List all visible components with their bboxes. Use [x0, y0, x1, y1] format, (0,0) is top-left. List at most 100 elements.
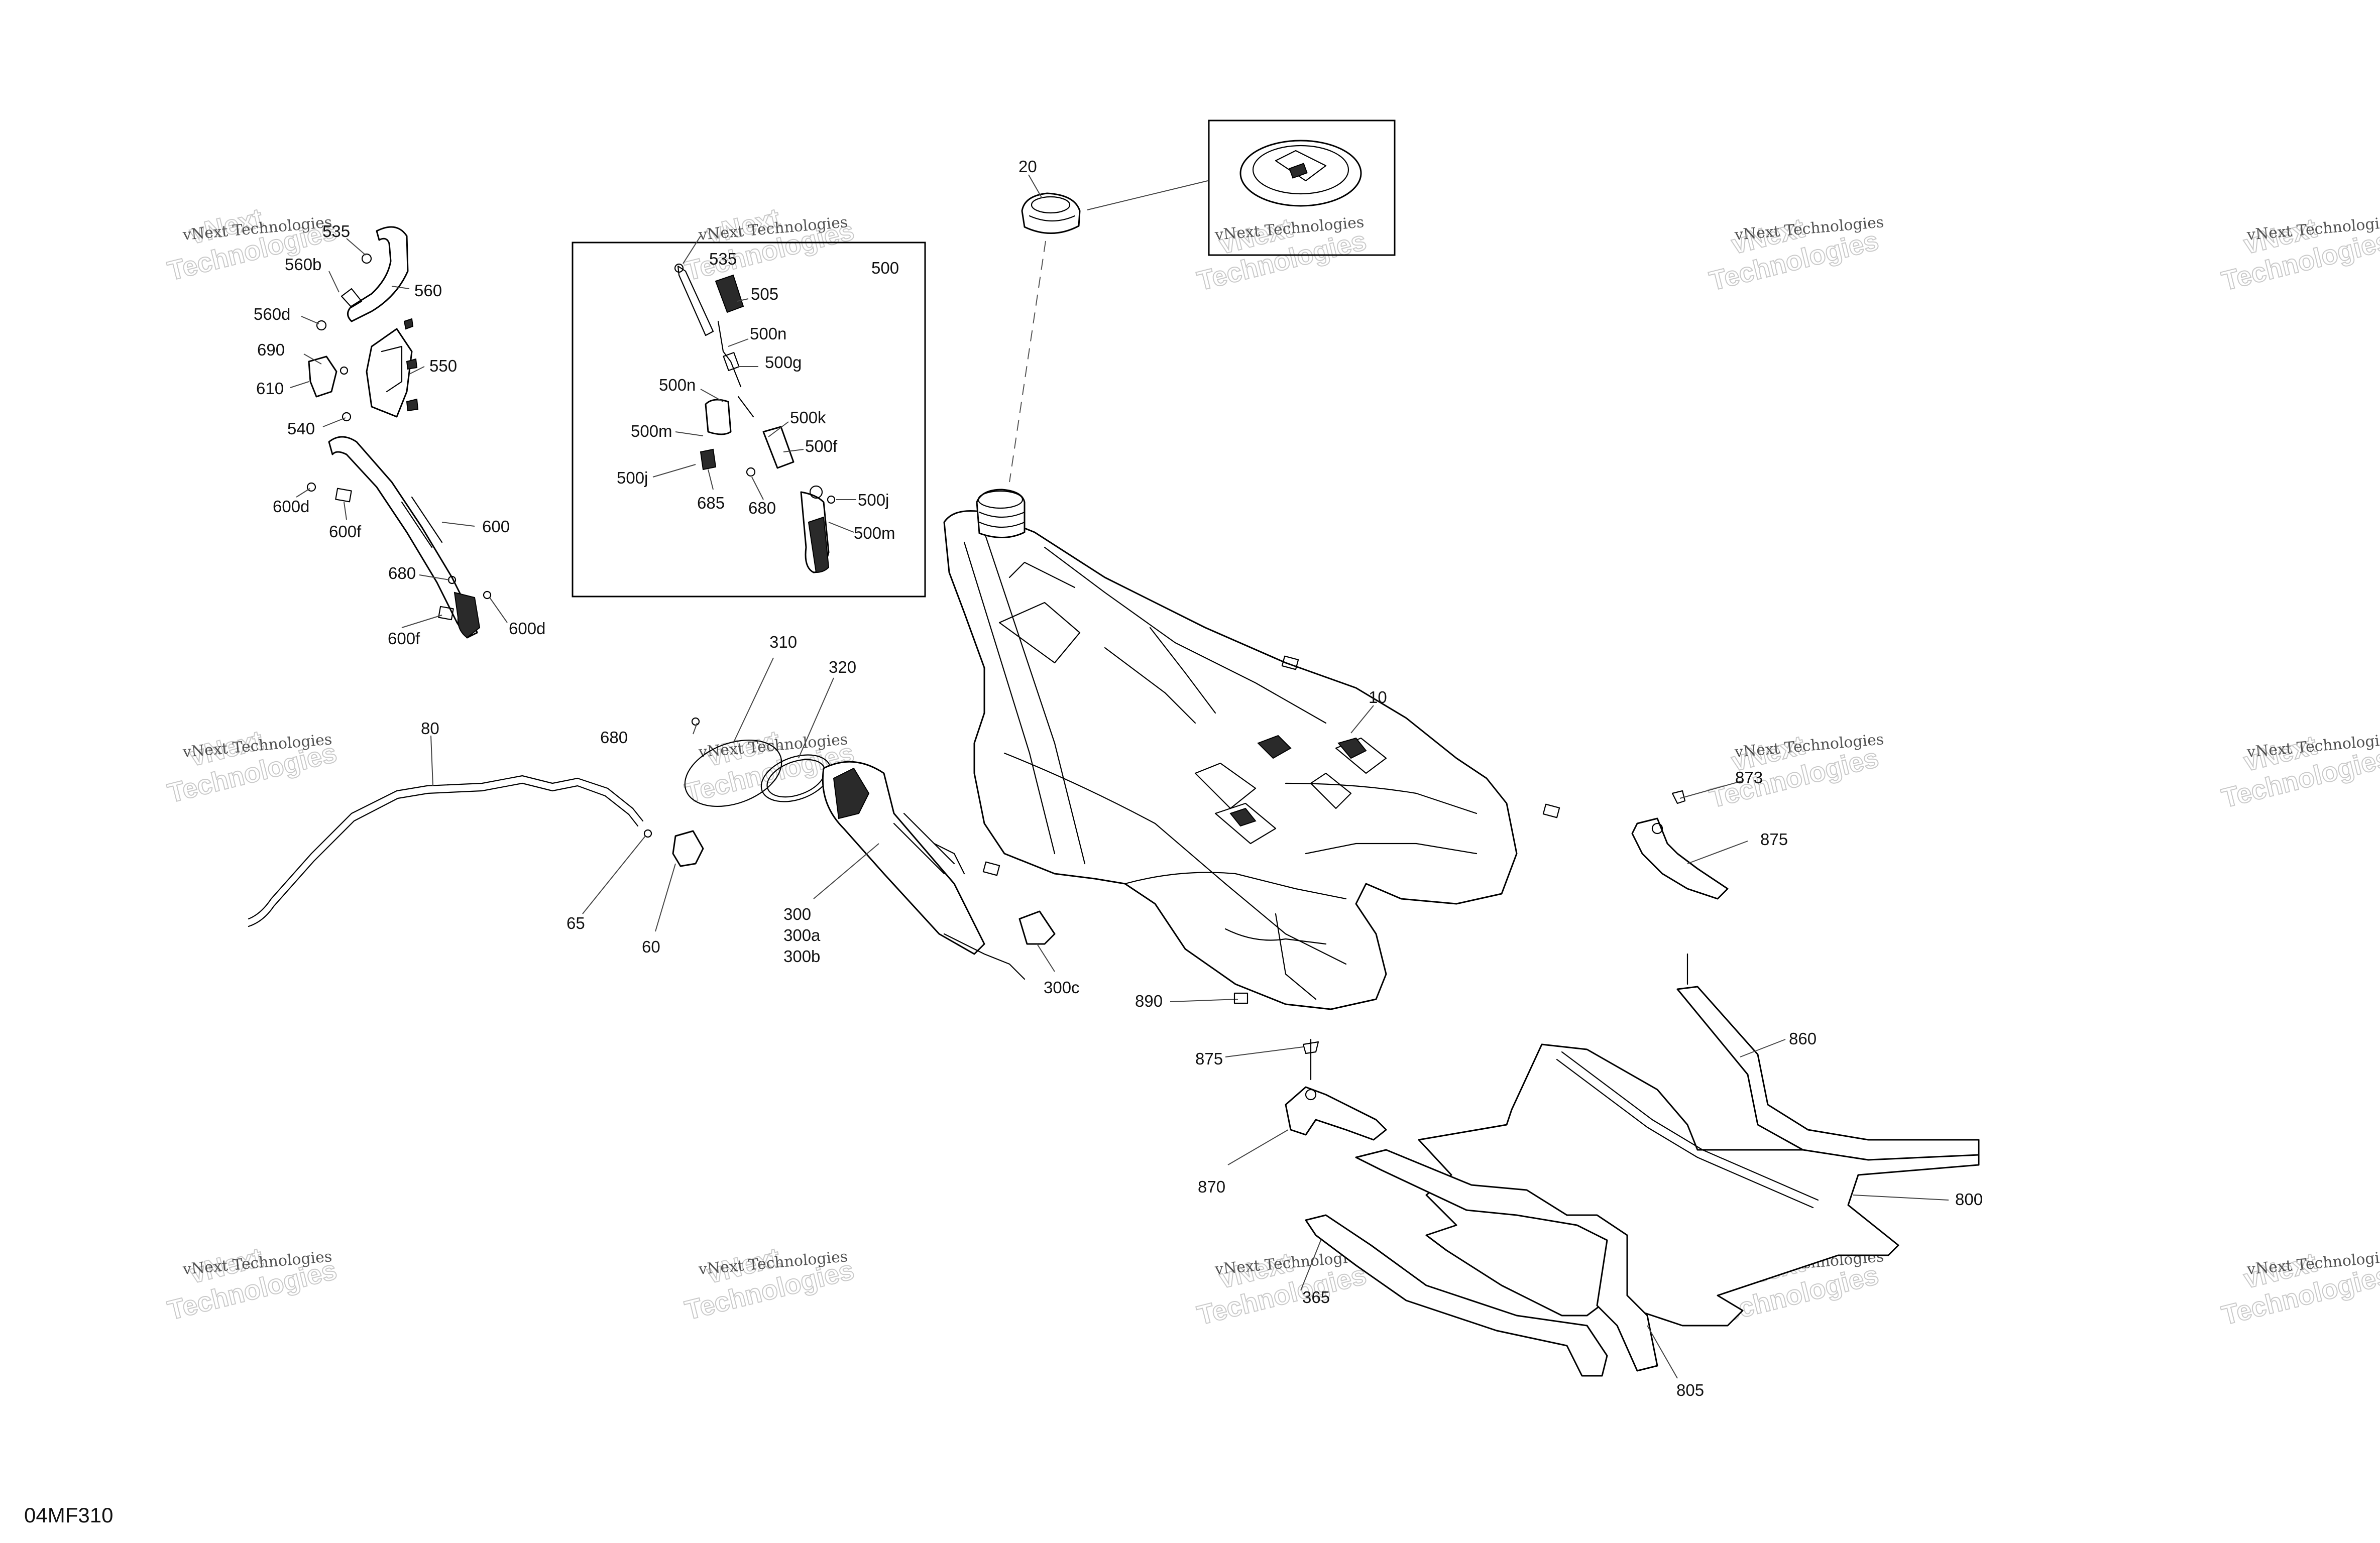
leader-500f — [783, 449, 804, 452]
leader-805 — [1647, 1325, 1678, 1379]
leader-873 — [1679, 780, 1743, 799]
callout-873: 873 — [1735, 768, 1763, 787]
leader-60 — [655, 863, 676, 932]
callout-500k: 500k — [790, 408, 826, 427]
callout-600d: 600d — [273, 497, 309, 516]
leader-500n2 — [700, 389, 724, 402]
callout-500m: 500m — [631, 422, 672, 440]
leader-500m2 — [828, 522, 854, 533]
callout-600d-2: 600d — [509, 619, 545, 638]
callout-560: 560 — [414, 281, 442, 300]
leader-365 — [1300, 1240, 1321, 1291]
callout-890: 890 — [1135, 992, 1163, 1010]
leader-680c — [693, 723, 698, 735]
callout-800: 800 — [1955, 1190, 1983, 1209]
callout-805: 805 — [1676, 1381, 1704, 1399]
callout-860: 860 — [1789, 1029, 1817, 1048]
fuel-cap — [1021, 192, 1081, 234]
callout-500n: 500n — [750, 324, 786, 343]
callout-680: 680 — [388, 564, 416, 582]
leader-560b — [328, 271, 339, 293]
callout-80: 80 — [421, 719, 439, 738]
callout-535-inset: 535 — [709, 250, 737, 268]
leader-310 — [733, 657, 774, 744]
vent-assembly — [306, 226, 492, 639]
leader-535 — [346, 238, 366, 256]
callout-300: 300 — [783, 905, 811, 923]
callout-labels: 20 10 500 535 505 500n 500g 500n 500k 50… — [254, 157, 1983, 1399]
leader-875a — [1687, 841, 1748, 864]
leader-300c — [1037, 943, 1055, 972]
leader-550 — [409, 366, 425, 375]
diagram-code: 04MF310 — [24, 1503, 113, 1527]
callout-680-inset: 680 — [748, 499, 776, 517]
callout-550: 550 — [429, 357, 457, 375]
leader-600d — [296, 488, 310, 498]
callout-20: 20 — [1018, 157, 1037, 176]
callout-505: 505 — [751, 285, 778, 303]
callout-500m-2: 500m — [854, 524, 895, 542]
callout-535: 535 — [322, 222, 350, 241]
callout-870: 870 — [1198, 1177, 1225, 1196]
skid-bar-805 — [1355, 1149, 1658, 1372]
callout-300b: 300b — [783, 947, 820, 966]
cap-axis-line — [1009, 241, 1046, 483]
leader-20 — [1028, 174, 1043, 199]
skid-plate-800 — [1418, 1043, 1980, 1327]
callout-685: 685 — [697, 494, 725, 512]
callout-500n-2: 500n — [659, 376, 696, 394]
callout-500j-2: 500j — [858, 491, 889, 509]
leader-500j — [652, 464, 696, 478]
leader-10 — [1350, 705, 1374, 734]
callout-500j: 500j — [617, 468, 648, 487]
leader-680 — [419, 574, 450, 580]
callout-320: 320 — [829, 658, 856, 676]
callout-540: 540 — [287, 419, 315, 438]
callout-560b: 560b — [285, 255, 321, 274]
leader-690 — [303, 353, 322, 365]
callout-500f: 500f — [805, 437, 838, 455]
skid-bar-860 — [1676, 953, 1980, 1161]
leader-560 — [391, 286, 410, 289]
leader-600f2 — [401, 615, 442, 628]
callout-310: 310 — [769, 633, 797, 651]
callout-875-2: 875 — [1195, 1049, 1223, 1068]
callout-300c: 300c — [1044, 978, 1080, 997]
inset-500-parts — [674, 263, 836, 573]
leader-500k — [768, 421, 789, 437]
inset-box-fuel-cap — [1208, 120, 1396, 256]
leader-cap-inset — [1087, 180, 1208, 210]
callout-300a: 300a — [783, 926, 821, 944]
leader-560d — [301, 316, 319, 324]
leader-540 — [322, 417, 346, 427]
callout-365: 365 — [1302, 1288, 1330, 1307]
callout-690: 690 — [257, 340, 285, 359]
leader-65 — [582, 836, 646, 914]
leader-860 — [1740, 1039, 1786, 1057]
leader-320 — [798, 677, 834, 759]
callout-680-pump: 680 — [600, 728, 628, 747]
leader-800 — [1853, 1195, 1949, 1201]
callout-600f: 600f — [329, 522, 362, 541]
leader-535-inset — [683, 235, 701, 264]
leader-680-inset — [751, 477, 764, 500]
skid-bar-365 — [1305, 1214, 1608, 1377]
callout-500g: 500g — [765, 353, 802, 372]
leader-500n — [728, 338, 749, 347]
fuel-tank — [943, 489, 1560, 1010]
callout-600: 600 — [482, 517, 510, 536]
leader-80 — [430, 735, 433, 786]
callout-560d: 560d — [254, 305, 290, 323]
fuel-line — [248, 775, 704, 927]
leader-500m — [675, 431, 704, 436]
callout-10: 10 — [1369, 688, 1387, 706]
leader-505 — [737, 298, 749, 302]
inset-box-500 — [572, 242, 926, 598]
callout-65: 65 — [566, 914, 585, 932]
leader-875b — [1225, 1046, 1304, 1057]
callout-875: 875 — [1760, 830, 1788, 849]
leader-600f — [344, 502, 347, 520]
leader-600d2 — [489, 597, 508, 623]
fuel-pump — [684, 717, 1056, 980]
